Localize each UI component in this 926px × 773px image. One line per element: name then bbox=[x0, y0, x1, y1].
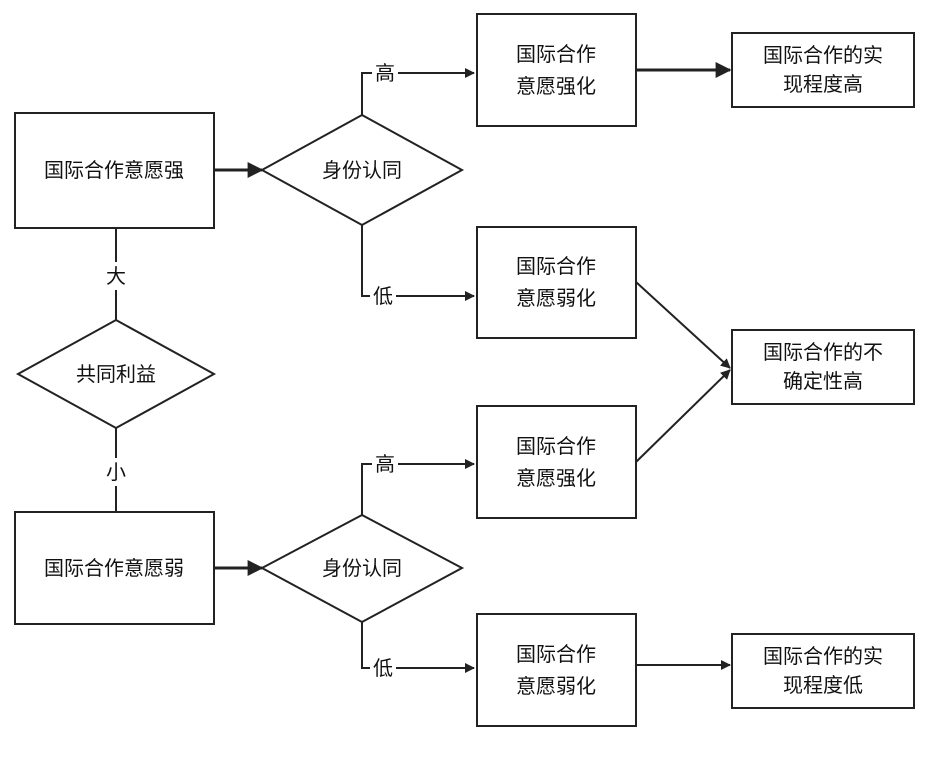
arrow-strengthen-to-uncertain bbox=[635, 369, 731, 463]
node-identity-bottom bbox=[259, 513, 465, 624]
node-result-high-line1: 国际合作的实 bbox=[763, 43, 883, 67]
node-identity-bottom-label: 身份认同 bbox=[322, 556, 402, 580]
node-weaken-bottom-line2: 意愿弱化 bbox=[516, 674, 596, 698]
label-high-top: 高 bbox=[375, 61, 395, 85]
branch-bottom-low bbox=[361, 622, 370, 669]
node-common-interest-label: 共同利益 bbox=[76, 362, 156, 386]
connectors bbox=[115, 62, 732, 673]
node-strengthen-top bbox=[476, 13, 637, 127]
node-strengthen-top-line1: 国际合作 bbox=[516, 42, 596, 66]
node-strengthen-bottom-line2: 意愿强化 bbox=[516, 466, 596, 490]
label-low-top: 低 bbox=[373, 284, 393, 308]
node-result-high bbox=[731, 32, 915, 108]
node-cooperation-weak-label: 国际合作意愿弱 bbox=[44, 556, 184, 580]
node-common-interest bbox=[15, 318, 217, 430]
node-weaken-top bbox=[476, 226, 637, 339]
branch-top-low bbox=[361, 225, 370, 297]
node-strengthen-top-line2: 意愿强化 bbox=[516, 74, 596, 98]
node-result-uncertain-line2: 确定性高 bbox=[783, 369, 863, 393]
node-result-low-line2: 现程度低 bbox=[783, 673, 863, 697]
label-high-bottom: 高 bbox=[375, 452, 395, 476]
node-result-low-line1: 国际合作的实 bbox=[763, 644, 883, 668]
arrow-weaken-to-uncertain bbox=[635, 281, 731, 369]
node-result-high-line2: 现程度高 bbox=[783, 72, 863, 96]
node-cooperation-strong bbox=[14, 112, 215, 229]
node-identity-top-label: 身份认同 bbox=[322, 158, 402, 182]
node-identity-top bbox=[259, 113, 465, 227]
node-result-low bbox=[731, 633, 915, 709]
branch-bottom-high bbox=[361, 463, 372, 515]
branch-top-high bbox=[361, 72, 372, 115]
node-result-uncertain-line1: 国际合作的不 bbox=[763, 340, 883, 364]
node-weaken-top-line1: 国际合作 bbox=[516, 254, 596, 278]
node-weaken-bottom-line1: 国际合作 bbox=[516, 642, 596, 666]
label-low-bottom: 低 bbox=[373, 656, 393, 680]
node-weaken-bottom bbox=[476, 613, 637, 727]
node-strengthen-bottom bbox=[476, 405, 637, 519]
node-weaken-top-line2: 意愿弱化 bbox=[516, 286, 596, 310]
label-small: 小 bbox=[106, 460, 126, 484]
node-cooperation-weak bbox=[14, 511, 215, 625]
node-cooperation-strong-label: 国际合作意愿强 bbox=[44, 158, 184, 182]
node-strengthen-bottom-line1: 国际合作 bbox=[516, 434, 596, 458]
label-large: 大 bbox=[106, 264, 126, 288]
node-result-uncertain bbox=[731, 329, 915, 405]
